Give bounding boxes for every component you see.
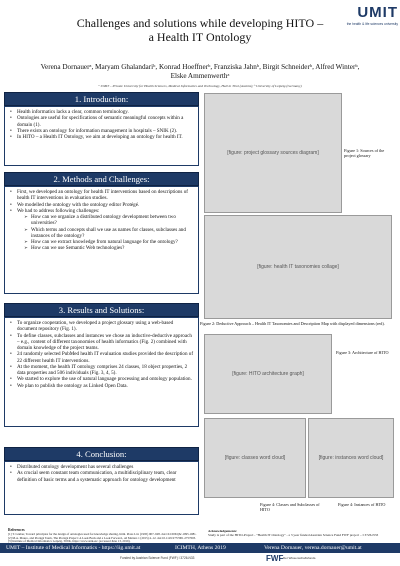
title-line-2: a Health IT Ontology [148,30,252,44]
poster-title: Challenges and solutions while developin… [0,16,400,44]
results-heading: 3. Results and Solutions: [4,303,199,317]
figure-1-glossary-sources: [figure: project glossary sources diagra… [204,93,342,213]
conclusion-bullet-2: As crucial seem constant team communicat… [10,470,194,483]
umit-logo-subtitle: the health & life sciences university [346,22,398,26]
results-bullet-4: At the moment, the health IT ontology co… [10,364,194,377]
conclusion-heading: 4. Conclusion: [4,447,199,461]
references: References [1] T. Gruber, Toward princip… [8,528,203,544]
figure-4-classes-wordcloud: [figure: classes word cloud] [204,418,306,498]
methods-bullet-2: We modelled the ontology with the ontolo… [10,202,194,209]
reference-3: [3] Institute of Medical Informatics Lei… [8,539,131,544]
footer-right: Verena Dornauer, verena.dornauer@umit.at [264,545,362,551]
footer-left: UMIT – Institute of Medical Informatics … [6,545,141,551]
fwf-logo-subtitle: Der Wissenschaftsfonds. [283,556,317,560]
intro-bullet-4: In HITO – a Health IT Ontology, we aim a… [10,134,194,141]
funding-note: Funded by Austrian Science Fund (FWF) I … [120,556,195,560]
reference-2: [2] M.A. Mauro, and Protégé Team, The Pr… [8,535,196,540]
intro-bullet-3: There exists an ontology for information… [10,128,194,135]
conclusion-body: Distributed ontology development has sev… [4,461,199,515]
methods-body: First, we developed an ontology for heal… [4,186,199,294]
challenge-2: Which terms and concepts shall we use as… [24,227,194,240]
challenge-3: How can we extract knowledge from natura… [24,239,194,246]
umit-logo-text: UMIT [357,4,398,21]
figure-3-caption: Figure 3: Architecture of HITO [336,350,389,355]
results-bullet-6: We plan to publish the ontology as Linke… [10,383,194,390]
figure-2-taxonomies: [figure: health IT taxonomies collage] [204,215,392,319]
figure-5-caption: Figure 4: Instances of HITO [338,502,386,507]
acknowledgements-text: Study is part of the HITO-Project - "Hea… [208,533,379,538]
acknowledgements: Acknowledgements: Study is part of the H… [208,529,388,537]
umit-logo: UMIT the health & life sciences universi… [340,4,398,34]
intro-bullet-2: Ontologies are useful for specifications… [10,115,194,128]
figure-2-caption: Figure 2: Deductive Approach – Health IT… [200,321,385,326]
figure-3-architecture: [figure: HITO architecture graph] [204,334,332,414]
methods-bullet-1: First, we developed an ontology for heal… [10,189,194,202]
results-bullet-2: To define classes, subclasses and instan… [10,333,194,352]
figure-4-caption: Figure 4: Classes and Subclasses of HITO [260,502,320,512]
reference-1: [1] T. Gruber, Toward principles for the… [8,531,197,536]
references-title: References [8,528,25,532]
methods-bullet-3-text: We had to address following challenges: [17,207,100,214]
introduction-body: Health informatics lacks a clear, common… [4,106,199,166]
methods-bullet-3: We had to address following challenges: … [10,207,194,252]
authors-line-1: Verena Dornauerᵃ, Maryam Ghalandariᵇ, Ko… [40,63,360,71]
introduction-heading: 1. Introduction: [4,92,199,106]
conclusion-bullet-1: Distributed ontology development has sev… [10,464,194,471]
acknowledgements-title: Acknowledgements: [208,529,238,533]
footer-center: ICIMTH, Athens 2019 [175,545,226,551]
results-bullet-1: To organize cooperation, we developed a … [10,320,194,333]
results-body: To organize cooperation, we developed a … [4,317,199,427]
methods-heading: 2. Methods and Challenges: [4,172,199,186]
challenge-4: How can we use Semantic Web technologies… [24,245,194,252]
figure-5-instances-wordcloud: [figure: instances word cloud] [308,418,394,498]
affiliations: ᵃ UMIT – Private University for Health S… [98,84,302,88]
title-line-1: Challenges and solutions while developin… [76,16,324,30]
intro-bullet-1: Health informatics lacks a clear, common… [10,109,194,116]
results-bullet-5: We started to explore the use of natural… [10,376,194,383]
results-bullet-3: 24 randomly selected PubMed health IT ev… [10,351,194,364]
authors-line-2: Elske Ammenwerthᵃ [170,72,230,80]
challenge-1: How can we organize a distributed ontolo… [24,214,194,227]
footer-bar: UMIT – Institute of Medical Informatics … [0,543,400,553]
authors: Verena Dornauerᵃ, Maryam Ghalandariᵇ, Ko… [8,63,392,81]
fwf-logo: FWF [266,554,284,563]
figure-1-caption: Figure 1: Sources of the project glossar… [344,148,385,158]
